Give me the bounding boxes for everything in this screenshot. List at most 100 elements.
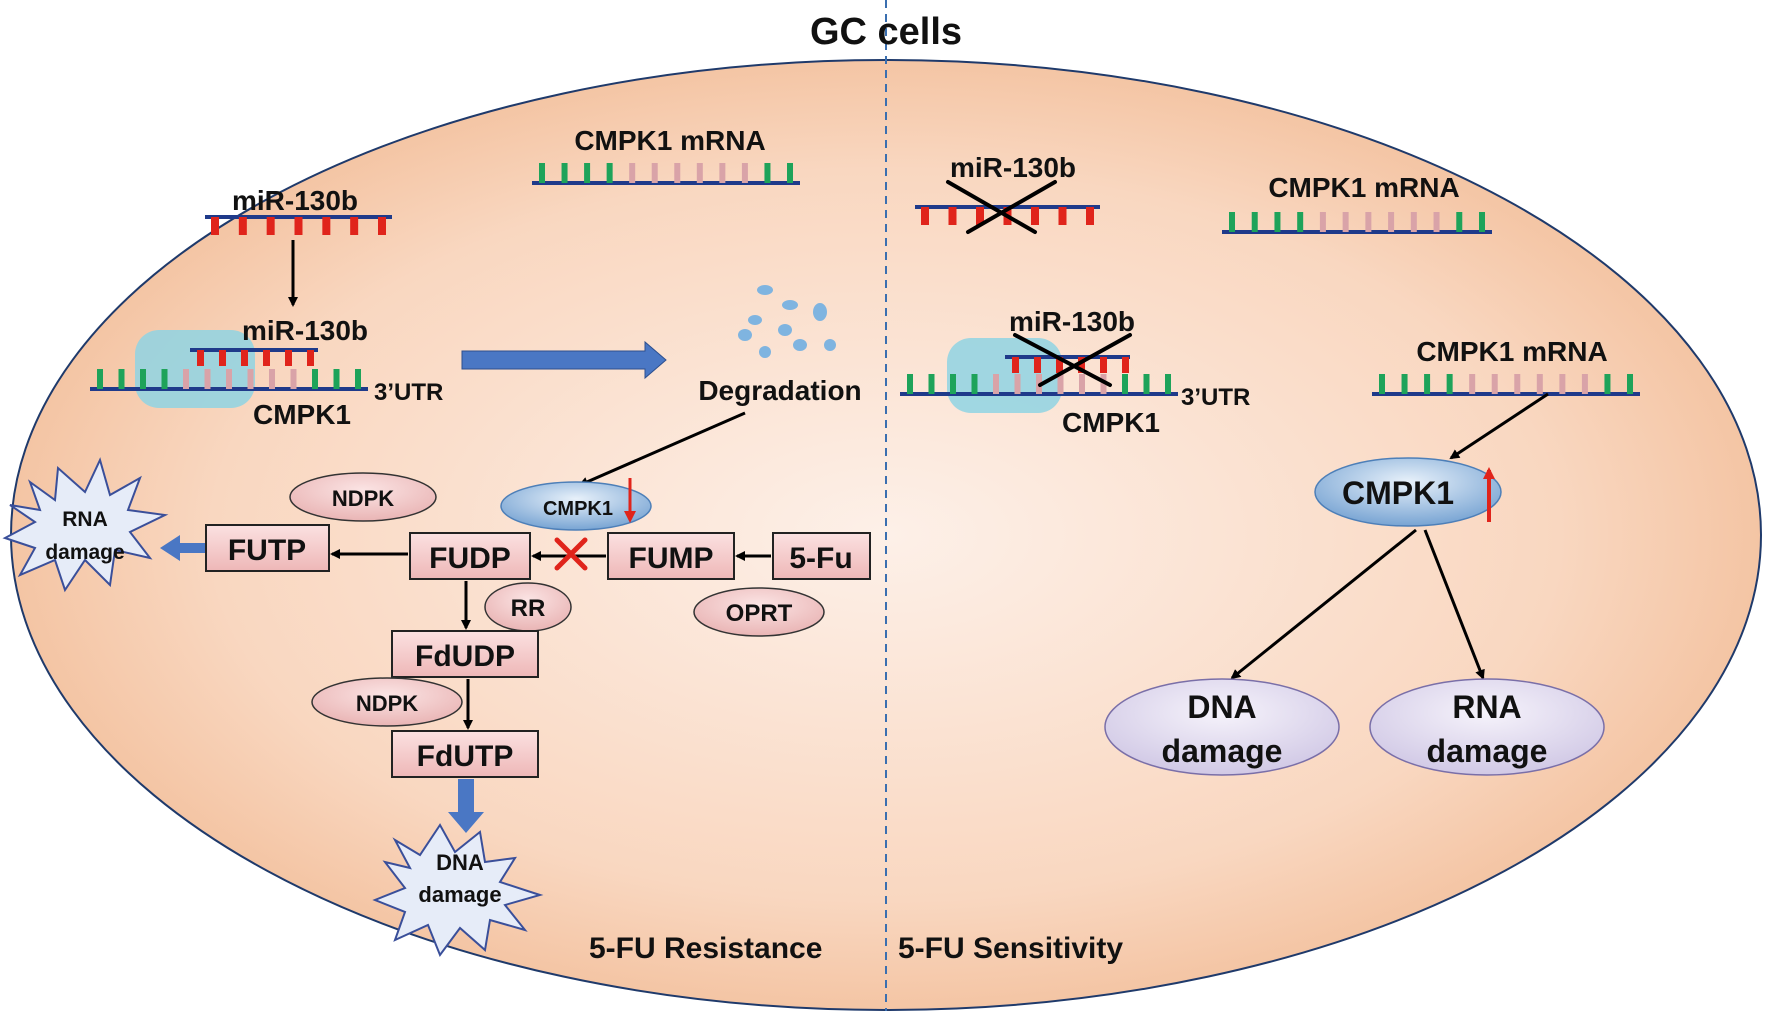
right-cmpk1-ellipse (1314, 457, 1502, 527)
mir-nucleotide (322, 217, 331, 235)
left-footer-label: 5-FU Resistance (589, 932, 822, 965)
futp-box (205, 524, 330, 572)
right-utr-label: 3’UTR (1181, 384, 1250, 411)
nucleotide-green (971, 374, 978, 394)
fudp-label: FUDP (429, 542, 511, 575)
nucleotide-green (355, 369, 361, 389)
5fu-label: 5-Fu (789, 542, 852, 575)
nucleotide-pink (1410, 212, 1417, 232)
nucleotide-green (1456, 212, 1463, 232)
mir-nucleotide (294, 217, 303, 235)
nucleotide-pink (1433, 212, 1440, 232)
nucleotide-green (312, 369, 318, 389)
degradation-label: Degradation (698, 375, 861, 406)
right-mrna-label-1: CMPK1 mRNA (1268, 172, 1459, 203)
mrna-to-cmpk1-arrow (1449, 392, 1549, 460)
mir-nucleotide (976, 207, 984, 225)
left-mrna-strand (532, 163, 800, 185)
left-dna-damage-line2: damage (418, 882, 501, 907)
nucleotide-green (950, 374, 956, 394)
left-mir-strand (205, 215, 392, 235)
page-title: GC cells (810, 11, 962, 53)
left-degradation-arrow (461, 340, 667, 380)
nucleotide-pink (183, 369, 189, 389)
nucleotide-pink (247, 369, 254, 389)
left-rna-damage-burst (2, 457, 169, 593)
nucleotide-pink (290, 369, 297, 389)
left-ndpk-bottom-label: NDPK (356, 691, 418, 716)
nucleotide-green (1274, 212, 1281, 232)
futp-label: FUTP (228, 534, 306, 567)
nucleotide-pink (629, 163, 636, 183)
mir-nucleotide (921, 207, 929, 225)
fdudp-label: FdUDP (415, 640, 515, 673)
nucleotide-green (561, 163, 568, 183)
nucleotide-green (1165, 374, 1171, 394)
left-mir-label: miR-130b (232, 185, 358, 216)
mir-nucleotide (948, 207, 957, 225)
nucleotide-green (584, 163, 591, 183)
mir-nucleotide (1100, 357, 1107, 373)
5fu-box (772, 532, 871, 580)
right-dna-damage (1104, 678, 1340, 776)
nucleotide-green (539, 163, 545, 183)
nucleotide-green (907, 374, 913, 394)
right-footer-label: 5-FU Sensitivity (898, 932, 1123, 965)
left-dna-damage-line1: DNA (436, 850, 484, 875)
mir-nucleotide (1078, 357, 1085, 373)
mir-nucleotide (1012, 357, 1019, 373)
right-mrna-label-2: CMPK1 mRNA (1416, 336, 1607, 367)
nucleotide-green (1297, 212, 1304, 232)
nucleotide-green (1627, 374, 1633, 394)
nucleotide-green (1143, 374, 1150, 394)
mir-nucleotide (1031, 207, 1039, 225)
nucleotide-pink (1491, 374, 1498, 394)
nucleotide-pink (1014, 374, 1021, 394)
nucleotide-pink (1057, 374, 1064, 394)
mir-nucleotide (1058, 207, 1067, 225)
fdutp-box (391, 730, 539, 778)
fdudp-box (391, 630, 539, 678)
nucleotide-green (1401, 374, 1408, 394)
mir-nucleotide (1056, 357, 1063, 373)
nucleotide-pink (741, 163, 748, 183)
mir-nucleotide (307, 350, 314, 366)
mir-nucleotide (263, 350, 270, 366)
left-dna-damage-burst (372, 823, 544, 958)
fump-label: FUMP (629, 542, 714, 575)
left-ndpk-bottom (311, 677, 463, 727)
nucleotide-pink (993, 374, 999, 394)
nucleotide-pink (1100, 374, 1107, 394)
right-dna-damage-line2: damage (1162, 733, 1283, 769)
nucleotide-pink (1536, 374, 1543, 394)
nucleotide-pink (1079, 374, 1085, 394)
left-ago-blob (135, 330, 255, 408)
cmpk1-to-rna-damage-arrow (1423, 529, 1485, 680)
left-cmpk1-ellipse (500, 481, 652, 531)
nucleotide-green (1479, 212, 1485, 232)
nucleotide-green (1122, 374, 1128, 394)
nucleotide-green (161, 369, 168, 389)
nucleotide-pink (1388, 212, 1395, 232)
right-complex-gene-label: CMPK1 (1062, 407, 1160, 438)
right-mir-label: miR-130b (950, 152, 1076, 183)
nucleotide-pink (1365, 212, 1372, 232)
degradation-to-cmpk1-arrow (578, 411, 746, 487)
nucleotide-green (1604, 374, 1611, 394)
mir-nucleotide (1122, 357, 1129, 373)
left-rna-damage-line2: damage (45, 541, 124, 564)
left-complex-strands (90, 348, 368, 391)
oprt-enzyme (693, 587, 825, 637)
nucleotide-green (928, 374, 935, 394)
nucleotide-pink (204, 369, 211, 389)
nucleotide-pink (1469, 374, 1476, 394)
nucleotide-green (1424, 374, 1431, 394)
mir-nucleotide (1086, 207, 1094, 225)
left-complex-gene-label: CMPK1 (253, 399, 351, 430)
rr-label: RR (511, 595, 546, 622)
nucleotide-pink (1342, 212, 1349, 232)
left-mrna-label: CMPK1 mRNA (574, 125, 765, 156)
nucleotide-green (118, 369, 125, 389)
fdutp-label: FdUTP (417, 740, 514, 773)
